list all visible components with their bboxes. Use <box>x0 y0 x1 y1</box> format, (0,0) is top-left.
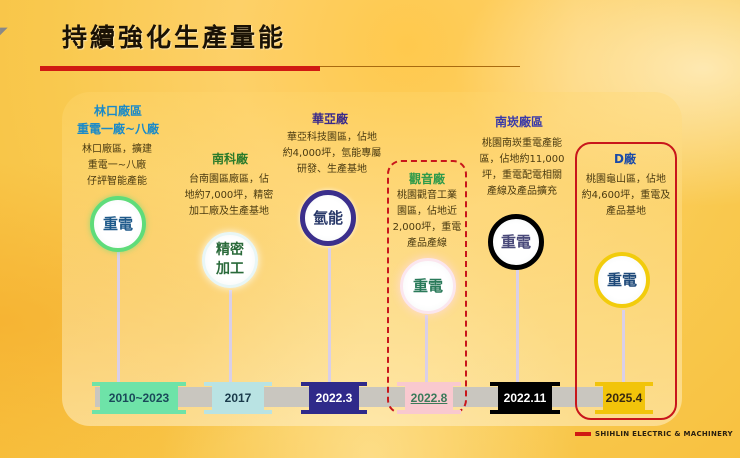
site-description: 台南園區廠區，佔 地約7,000坪，精密 加工廠及生產基地 <box>184 174 274 217</box>
site-title: 華亞廠 <box>311 112 348 126</box>
date-tab: 2010~2023 <box>92 382 186 414</box>
date-tab: 2017 <box>204 382 272 414</box>
company-name: SHIHLIN ELECTRIC & MACHINERY <box>595 430 733 438</box>
logo-mark <box>575 432 591 436</box>
highlight-box-solid <box>575 142 677 420</box>
site-description: 桃園南崁重電產能 區，佔地約11,000 坪，重電配電相關 產線及產品擴充 <box>479 138 565 197</box>
site-description: 華亞科技園區，佔地 約4,000坪，氫能專屬 研發、生產基地 <box>282 132 382 175</box>
site-title: 觀音廠 <box>408 172 445 186</box>
page-title: 持續強化生產量能 <box>62 23 287 52</box>
circle-heavy-electric: 重電 <box>400 258 456 314</box>
timeline-stem <box>328 248 331 388</box>
circle-heavy-electric: 重電 <box>594 252 650 308</box>
date-tab: 2022.11 <box>490 382 560 414</box>
circle-precision-machining: 精密 加工 <box>202 232 258 288</box>
site-title: 林口廠區 重電一廠~八廠 <box>76 104 160 136</box>
corner-arrow-icon: ◤ <box>0 26 8 37</box>
timeline-stem <box>622 310 625 388</box>
site-title: D廠 <box>614 152 636 166</box>
timeline-stem <box>516 270 519 388</box>
site-description: 林口廠區，擴建 重電一~八廠 仔評智能產能 <box>82 144 152 187</box>
site-description: 桃園龜山區，佔地 約4,600坪，重電及 產品基地 <box>581 174 671 217</box>
company-logo: SHIHLIN ELECTRIC & MACHINERY <box>575 430 733 438</box>
site-title: 南崁廠區 <box>494 115 543 129</box>
site-title: 南科廠 <box>211 152 248 166</box>
circle-hydrogen: 氫能 <box>300 190 356 246</box>
timeline-stem <box>229 290 232 388</box>
date-tab: 2025.4 <box>595 382 653 414</box>
title-accent-bar <box>40 66 320 71</box>
circle-heavy-electric: 重電 <box>90 196 146 252</box>
timeline-stem <box>425 315 428 388</box>
circle-heavy-electric: 重電 <box>488 214 544 270</box>
site-description: 桃園觀音工業 園區，佔地近 2,000坪，重電 產品產線 <box>392 190 462 249</box>
timeline-stem <box>117 248 120 388</box>
date-tab: 2022.8 <box>397 382 461 414</box>
date-tab: 2022.3 <box>301 382 367 414</box>
